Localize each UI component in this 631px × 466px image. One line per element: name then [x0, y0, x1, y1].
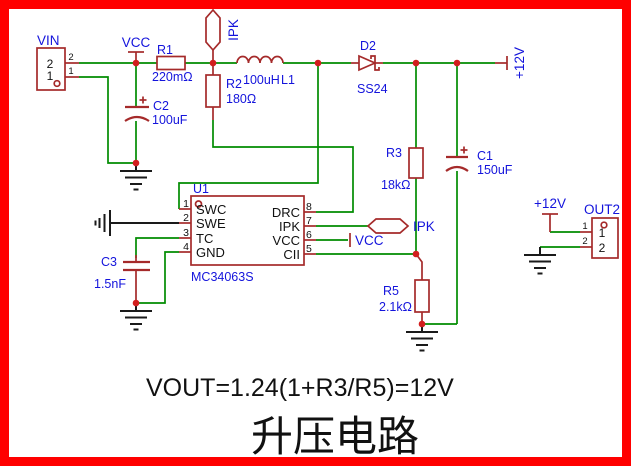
- ground-symbol-c2: [120, 163, 152, 191]
- connector-out2: [580, 217, 619, 259]
- out2-pin2-inside-number: 2: [599, 241, 606, 255]
- resistor-r1: [156, 55, 186, 71]
- c1-value-label: 150uF: [477, 163, 513, 177]
- u1-pin4-name: GND: [196, 245, 225, 260]
- d2-ref-label: D2: [360, 39, 376, 53]
- r2-value-label: 180Ω: [226, 92, 256, 106]
- u1-pin2-number: 2: [183, 212, 189, 224]
- power-flag-12v-rail: [495, 56, 508, 70]
- out2-pin1-marker-icon: [600, 221, 608, 229]
- u1-pin1-name: SWC: [196, 202, 226, 217]
- out2-pin2-outside-number: 2: [582, 236, 587, 247]
- ground-symbol-r5: [406, 324, 438, 352]
- vin-pin1-inside-number: 1: [47, 69, 54, 83]
- c2-ref-label: C2: [153, 99, 169, 113]
- u1-pin1-number: 1: [183, 198, 189, 210]
- u1-pin7-number: 7: [306, 215, 312, 227]
- ipk-top-label: IPK: [226, 19, 241, 41]
- c3-value-label: 1.5nF: [94, 277, 126, 291]
- u1-pin2-name: SWE: [196, 216, 226, 231]
- u1-pin4-number: 4: [183, 241, 189, 253]
- vin-pin2-inside-number: 2: [47, 57, 54, 71]
- capacitor-c1: [444, 146, 470, 172]
- u1-pin6-number: 6: [306, 229, 312, 241]
- vin-pin1-marker-icon: [53, 79, 61, 88]
- r1-value-label: 220mΩ: [152, 70, 193, 84]
- out2-pin1-inside-number: 1: [599, 226, 606, 240]
- vin-ref-label: VIN: [37, 33, 60, 48]
- u1-pin7-name: IPK: [279, 219, 300, 234]
- c2-value-label: 100uF: [152, 113, 188, 127]
- u1-pin8-name: DRC: [272, 205, 300, 220]
- title-text: 升压电路: [251, 413, 419, 460]
- r5-ref-label: R5: [383, 284, 399, 298]
- r3-ref-label: R3: [386, 146, 402, 160]
- connector-vin: [36, 47, 79, 91]
- vin-pin1-outside-number: 1: [68, 66, 73, 77]
- u1-pin1-marker-icon: [194, 200, 203, 208]
- out2-pin1-outside-number: 1: [582, 221, 587, 232]
- u1-pin5-number: 5: [306, 243, 312, 255]
- resistor-r2: [205, 63, 221, 120]
- ipk-pin7-label: IPK: [413, 219, 435, 234]
- r3-value-label: 18kΩ: [381, 178, 411, 192]
- u1-pin3-number: 3: [183, 227, 189, 239]
- vcc-top-label: VCC: [122, 35, 151, 50]
- d2-value-label: SS24: [357, 82, 388, 96]
- r2-ref-label: R2: [226, 77, 242, 91]
- ground-symbol-c3: [120, 303, 152, 331]
- net-flag-ipk-pin7: [366, 218, 410, 234]
- l1-ref-label: L1: [281, 73, 295, 87]
- u1-pin3-name: TC: [196, 231, 213, 246]
- u1-ref-label: U1: [193, 182, 209, 196]
- l1-value-label: 100uH: [243, 73, 280, 87]
- capacitor-c2: [123, 96, 150, 122]
- p12v-out-label: +12V: [534, 196, 566, 211]
- capacitor-c3: [123, 255, 150, 303]
- formula-text: VOUT=1.24(1+R3/R5)=12V: [146, 374, 454, 402]
- vcc-pin6-label: VCC: [355, 233, 384, 248]
- r1-ref-label: R1: [157, 43, 173, 57]
- ic-u1: [179, 195, 316, 266]
- junction-dots: [132, 59, 461, 328]
- u1-part-label: MC34063S: [191, 270, 254, 284]
- u1-pin8-number: 8: [306, 201, 312, 213]
- net-flag-ipk-top: [205, 8, 221, 63]
- u1-pin5-name: CII: [283, 247, 300, 262]
- inductor-l1: [236, 55, 284, 64]
- resistor-r5: [414, 253, 430, 324]
- out2-ref-label: OUT2: [584, 202, 620, 217]
- c1-ref-label: C1: [477, 149, 493, 163]
- c3-ref-label: C3: [101, 255, 117, 269]
- r5-value-label: 2.1kΩ: [379, 300, 412, 314]
- resistor-r3: [408, 147, 424, 179]
- ground-symbol-swe: [94, 210, 179, 236]
- wires: [79, 62, 580, 325]
- u1-pin6-name: VCC: [273, 233, 300, 248]
- p12v-rail-label: +12V: [512, 47, 527, 79]
- ground-symbol-out2: [524, 247, 556, 275]
- vin-pin2-outside-number: 2: [68, 52, 73, 63]
- diode-d2: [351, 54, 383, 72]
- power-flag-12v-out: [542, 213, 558, 232]
